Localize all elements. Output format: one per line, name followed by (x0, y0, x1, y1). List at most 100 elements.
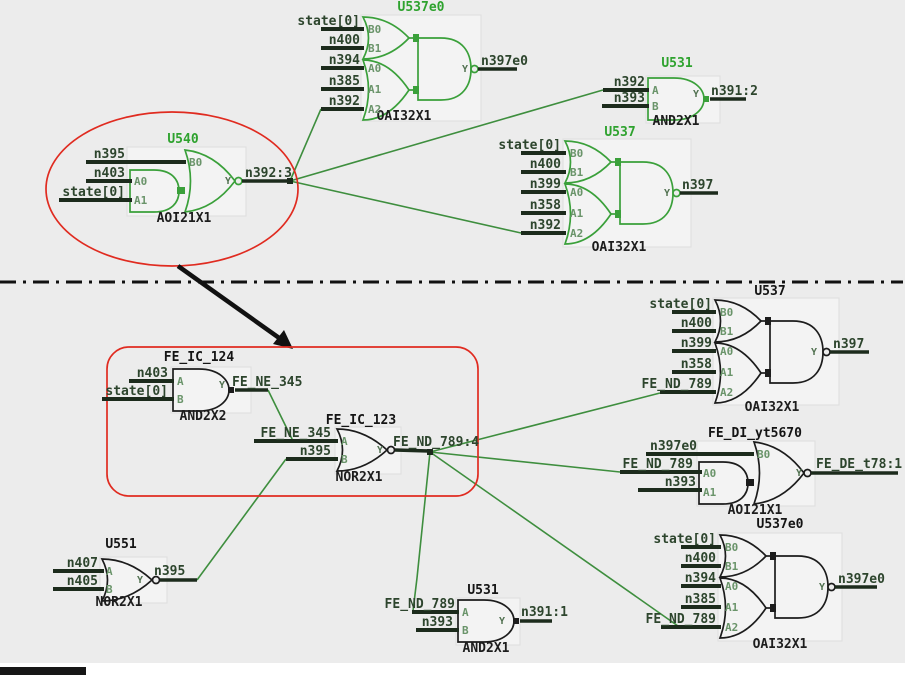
input-stubs[interactable] (620, 452, 754, 492)
cell-label: AND2X2 (180, 409, 227, 424)
pin-label: A0 (725, 580, 738, 593)
net-label: n397e0 (650, 439, 697, 454)
net-label: n392 (530, 218, 561, 233)
input-stubs[interactable] (321, 27, 364, 111)
input-stubs[interactable] (254, 439, 338, 461)
instance-title: FE_IC_124 (164, 350, 235, 365)
net-label: n385 (329, 74, 360, 89)
net-FE_ND_789-to-U531[interactable] (412, 451, 431, 612)
cell-label: AND2X1 (653, 114, 700, 129)
net-label: n403 (94, 166, 125, 181)
pin-label: B0 (368, 23, 381, 36)
net-label: FE_ND_789 (385, 597, 455, 612)
cell-label: OAI32X1 (592, 240, 647, 255)
net-label: n405 (67, 574, 98, 589)
input-stubs[interactable] (59, 160, 186, 202)
input-stubs[interactable] (660, 310, 716, 394)
output-pin-label: Y (137, 575, 143, 586)
instance-title: U537 (604, 125, 635, 140)
cell-label: OAI32X1 (753, 637, 808, 652)
gate-FE_DI_yt5670[interactable]: FE_DI_yt5670 AOI21X1 n397e0 FE_ND_789 n3… (620, 426, 902, 518)
net-label: n393 (422, 615, 453, 630)
pin-label: A (106, 565, 113, 578)
gate-U537e0-top[interactable]: U537e0 OAI32X1 state[0] n400 n394 n385 n… (297, 0, 528, 124)
cell-label: OAI32X1 (377, 109, 432, 124)
pin-label: A1 (725, 601, 739, 614)
cell-label: AOI21X1 (157, 211, 212, 226)
net-n392-to-U537e0[interactable] (289, 108, 322, 182)
pin-label: B (341, 453, 348, 466)
output-pin-label: Y (819, 582, 825, 593)
pin-label: A2 (725, 621, 738, 634)
output-net-label: n397e0 (838, 572, 885, 587)
net-FE_ND_789-to-U537e0[interactable] (429, 451, 679, 627)
pin-label: B0 (570, 147, 583, 160)
net-label: n394 (685, 571, 716, 586)
input-stubs[interactable] (521, 151, 566, 235)
cell-label: OAI32X1 (745, 400, 800, 415)
pin-label: A0 (368, 62, 381, 75)
gate-U537-bottom[interactable]: U537 OAI32X1 state[0] n400 n399 n358 FE_… (642, 284, 869, 415)
net-FE_ND_789-to-FE_DI[interactable] (429, 451, 621, 473)
gate-U540-top[interactable]: U540 AOI21X1 n395 n403 state[0] B0 A0 A1… (59, 132, 292, 226)
net-label: state[0] (649, 297, 712, 312)
net-label: n395 (94, 147, 125, 162)
pin-label: A0 (703, 467, 716, 480)
pin-label: A2 (570, 227, 583, 240)
pin-label: A1 (703, 486, 717, 499)
output-pin-label: Y (499, 616, 505, 627)
instance-title: U551 (105, 537, 136, 552)
input-stubs[interactable] (412, 610, 459, 632)
net-label: n407 (67, 556, 98, 571)
output-net-label: n391:1 (521, 605, 568, 620)
input-stubs[interactable] (661, 545, 721, 629)
output-pin-label: Y (664, 188, 670, 199)
output-wire[interactable] (394, 448, 430, 453)
net-label: FE_NE_345 (261, 426, 331, 441)
pin-label: A0 (720, 345, 733, 358)
output-net-label: FE_DE_t78:1 (816, 457, 902, 472)
gate-U551[interactable]: U551 NOR2X1 n407 n405 A B Y n395 (53, 537, 197, 610)
output-net-label: n391:2 (711, 84, 758, 99)
net-connections[interactable] (196, 89, 679, 627)
cell-label: AOI21X1 (728, 503, 783, 518)
instance-title: U531 (467, 583, 498, 598)
pin-label: B1 (368, 42, 382, 55)
pin-label: B (106, 583, 113, 596)
net-label: n392 (329, 94, 360, 109)
net-label: n358 (530, 198, 561, 213)
net-label: n400 (329, 33, 360, 48)
pin-label: A0 (134, 175, 147, 188)
instance-title: FE_DI_yt5670 (708, 426, 802, 441)
gate-U531-bottom[interactable]: U531 AND2X1 FE_ND_789 n393 A B Y n391:1 (385, 583, 569, 656)
input-stubs[interactable] (102, 379, 174, 401)
pin-label: A2 (368, 103, 381, 116)
pin-label: A1 (134, 194, 148, 207)
input-stubs[interactable] (602, 88, 649, 108)
output-net-label: n395 (154, 564, 185, 579)
cell-label: NOR2X1 (336, 470, 383, 485)
bottom-scrollbar-fragment[interactable] (0, 667, 86, 675)
output-net-label: n397e0 (481, 54, 528, 69)
net-n392-to-U531[interactable] (289, 89, 604, 182)
output-pin-label: Y (811, 347, 817, 358)
cell-label: NOR2X1 (96, 595, 143, 610)
gate-U537e0-bottom[interactable]: U537e0 OAI32X1 state[0] n400 n394 n385 F… (646, 517, 886, 652)
input-stubs[interactable] (53, 569, 104, 591)
pin-label: A0 (570, 186, 583, 199)
net-FE_NE_345-link[interactable] (267, 389, 294, 442)
gate-U531-top[interactable]: U531 AND2X1 n392 n393 A B Y n391:2 (602, 56, 758, 129)
pin-label: A (177, 375, 184, 388)
net-n395-U551-to-FE_IC_123[interactable] (196, 458, 287, 581)
output-net-label: n397 (682, 178, 713, 193)
output-net-label: n397 (833, 337, 864, 352)
pin-label: B1 (720, 325, 734, 338)
net-FE_ND_789-to-U537[interactable] (429, 392, 661, 453)
net-n392-to-U537[interactable] (289, 180, 522, 234)
pin-label: B1 (725, 560, 739, 573)
output-pin-label: Y (796, 468, 802, 479)
net-label: n385 (685, 592, 716, 607)
gate-FE_IC_123[interactable]: FE_IC_123 NOR2X1 FE_NE_345 n395 A B Y FE… (254, 413, 479, 485)
gate-FE_IC_124[interactable]: FE_IC_124 AND2X2 n403 state[0] A B Y FE_… (102, 350, 302, 424)
gate-U537-top[interactable]: U537 OAI32X1 state[0] n400 n399 n358 n39… (498, 125, 718, 255)
